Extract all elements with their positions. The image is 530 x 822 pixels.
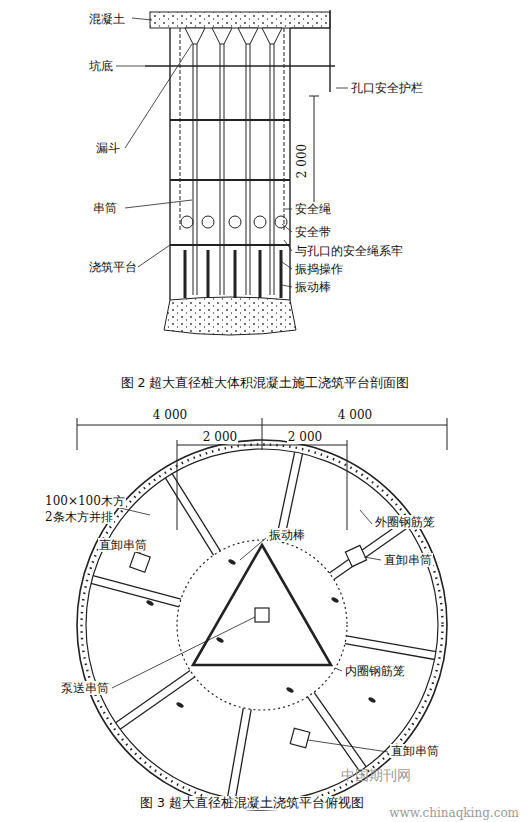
watermark: 中国期刊网 <box>340 768 412 782</box>
plank-edge <box>307 697 359 772</box>
timber-plank <box>91 452 436 799</box>
plank-edge <box>345 644 435 660</box>
part-label: 振动棒 <box>268 528 306 542</box>
vibrator-rod <box>185 250 281 298</box>
part-label: 安全绳 <box>294 202 332 216</box>
plank-edge <box>346 636 436 652</box>
dimension: 4 000 <box>152 408 188 422</box>
concrete-slab <box>150 12 330 28</box>
plank-edge <box>116 670 191 722</box>
plank-edge <box>93 576 181 600</box>
dimension: 2 000 <box>202 430 238 444</box>
plank-edge <box>172 474 220 551</box>
part-label: 直卸串筒 <box>383 553 433 567</box>
inner-cage <box>177 540 347 710</box>
part-label: 内圈钢筋笼 <box>344 664 406 678</box>
platform-bar <box>170 120 290 245</box>
plank-edge <box>227 708 243 798</box>
part-label: 孔口安全护栏 <box>350 81 424 95</box>
plank-edge <box>314 692 366 767</box>
part-label: 与孔口的安全绳系牢 <box>294 244 404 258</box>
part-label: 漏斗 <box>95 141 121 155</box>
part-label: 100×100木方 <box>44 494 126 508</box>
figure-caption: 图 2 超大直径桩大体积混凝土施工浇筑平台剖面图 <box>120 376 411 390</box>
part-label: 直卸串筒 <box>390 744 440 758</box>
part-label: 2条木方并排 <box>44 510 114 524</box>
part-label: 串筒 <box>92 201 118 215</box>
plan-view <box>77 418 447 810</box>
part-label: 坑底 <box>88 59 114 73</box>
plank-edge <box>235 709 251 799</box>
chute-square <box>130 545 367 747</box>
part-label: 浇筑平台 <box>88 260 138 274</box>
part-label: 泵送串筒 <box>60 681 110 695</box>
triangle-frame <box>193 545 331 665</box>
plank-edge <box>165 478 213 555</box>
part-label: 直卸串筒 <box>98 538 148 552</box>
figure-caption: 图 3 超大直径桩混凝土浇筑平台俯视图 <box>139 796 365 810</box>
safety-rail <box>329 10 330 92</box>
vibrator-mark <box>146 558 377 708</box>
part-label: 振捣操作 <box>294 262 344 276</box>
outer-cage <box>77 440 447 810</box>
part-label: 安全带 <box>294 225 332 239</box>
watermark: www.chinaqking.com <box>388 806 520 820</box>
dimension: 2 000 <box>287 430 323 444</box>
section-view <box>116 10 348 335</box>
part-label: 混凝土 <box>88 12 126 26</box>
dimension: 4 000 <box>337 408 373 422</box>
leader-line <box>112 508 388 752</box>
concrete-mass <box>164 297 296 335</box>
funnel <box>185 28 282 44</box>
pit-bottom <box>145 65 335 66</box>
part-label: 振动棒 <box>294 280 332 294</box>
safety-belt <box>181 216 287 228</box>
part-label: 外圈钢筋笼 <box>374 515 436 529</box>
dimension: 2 000 <box>295 143 309 179</box>
plank-edge <box>120 677 195 729</box>
